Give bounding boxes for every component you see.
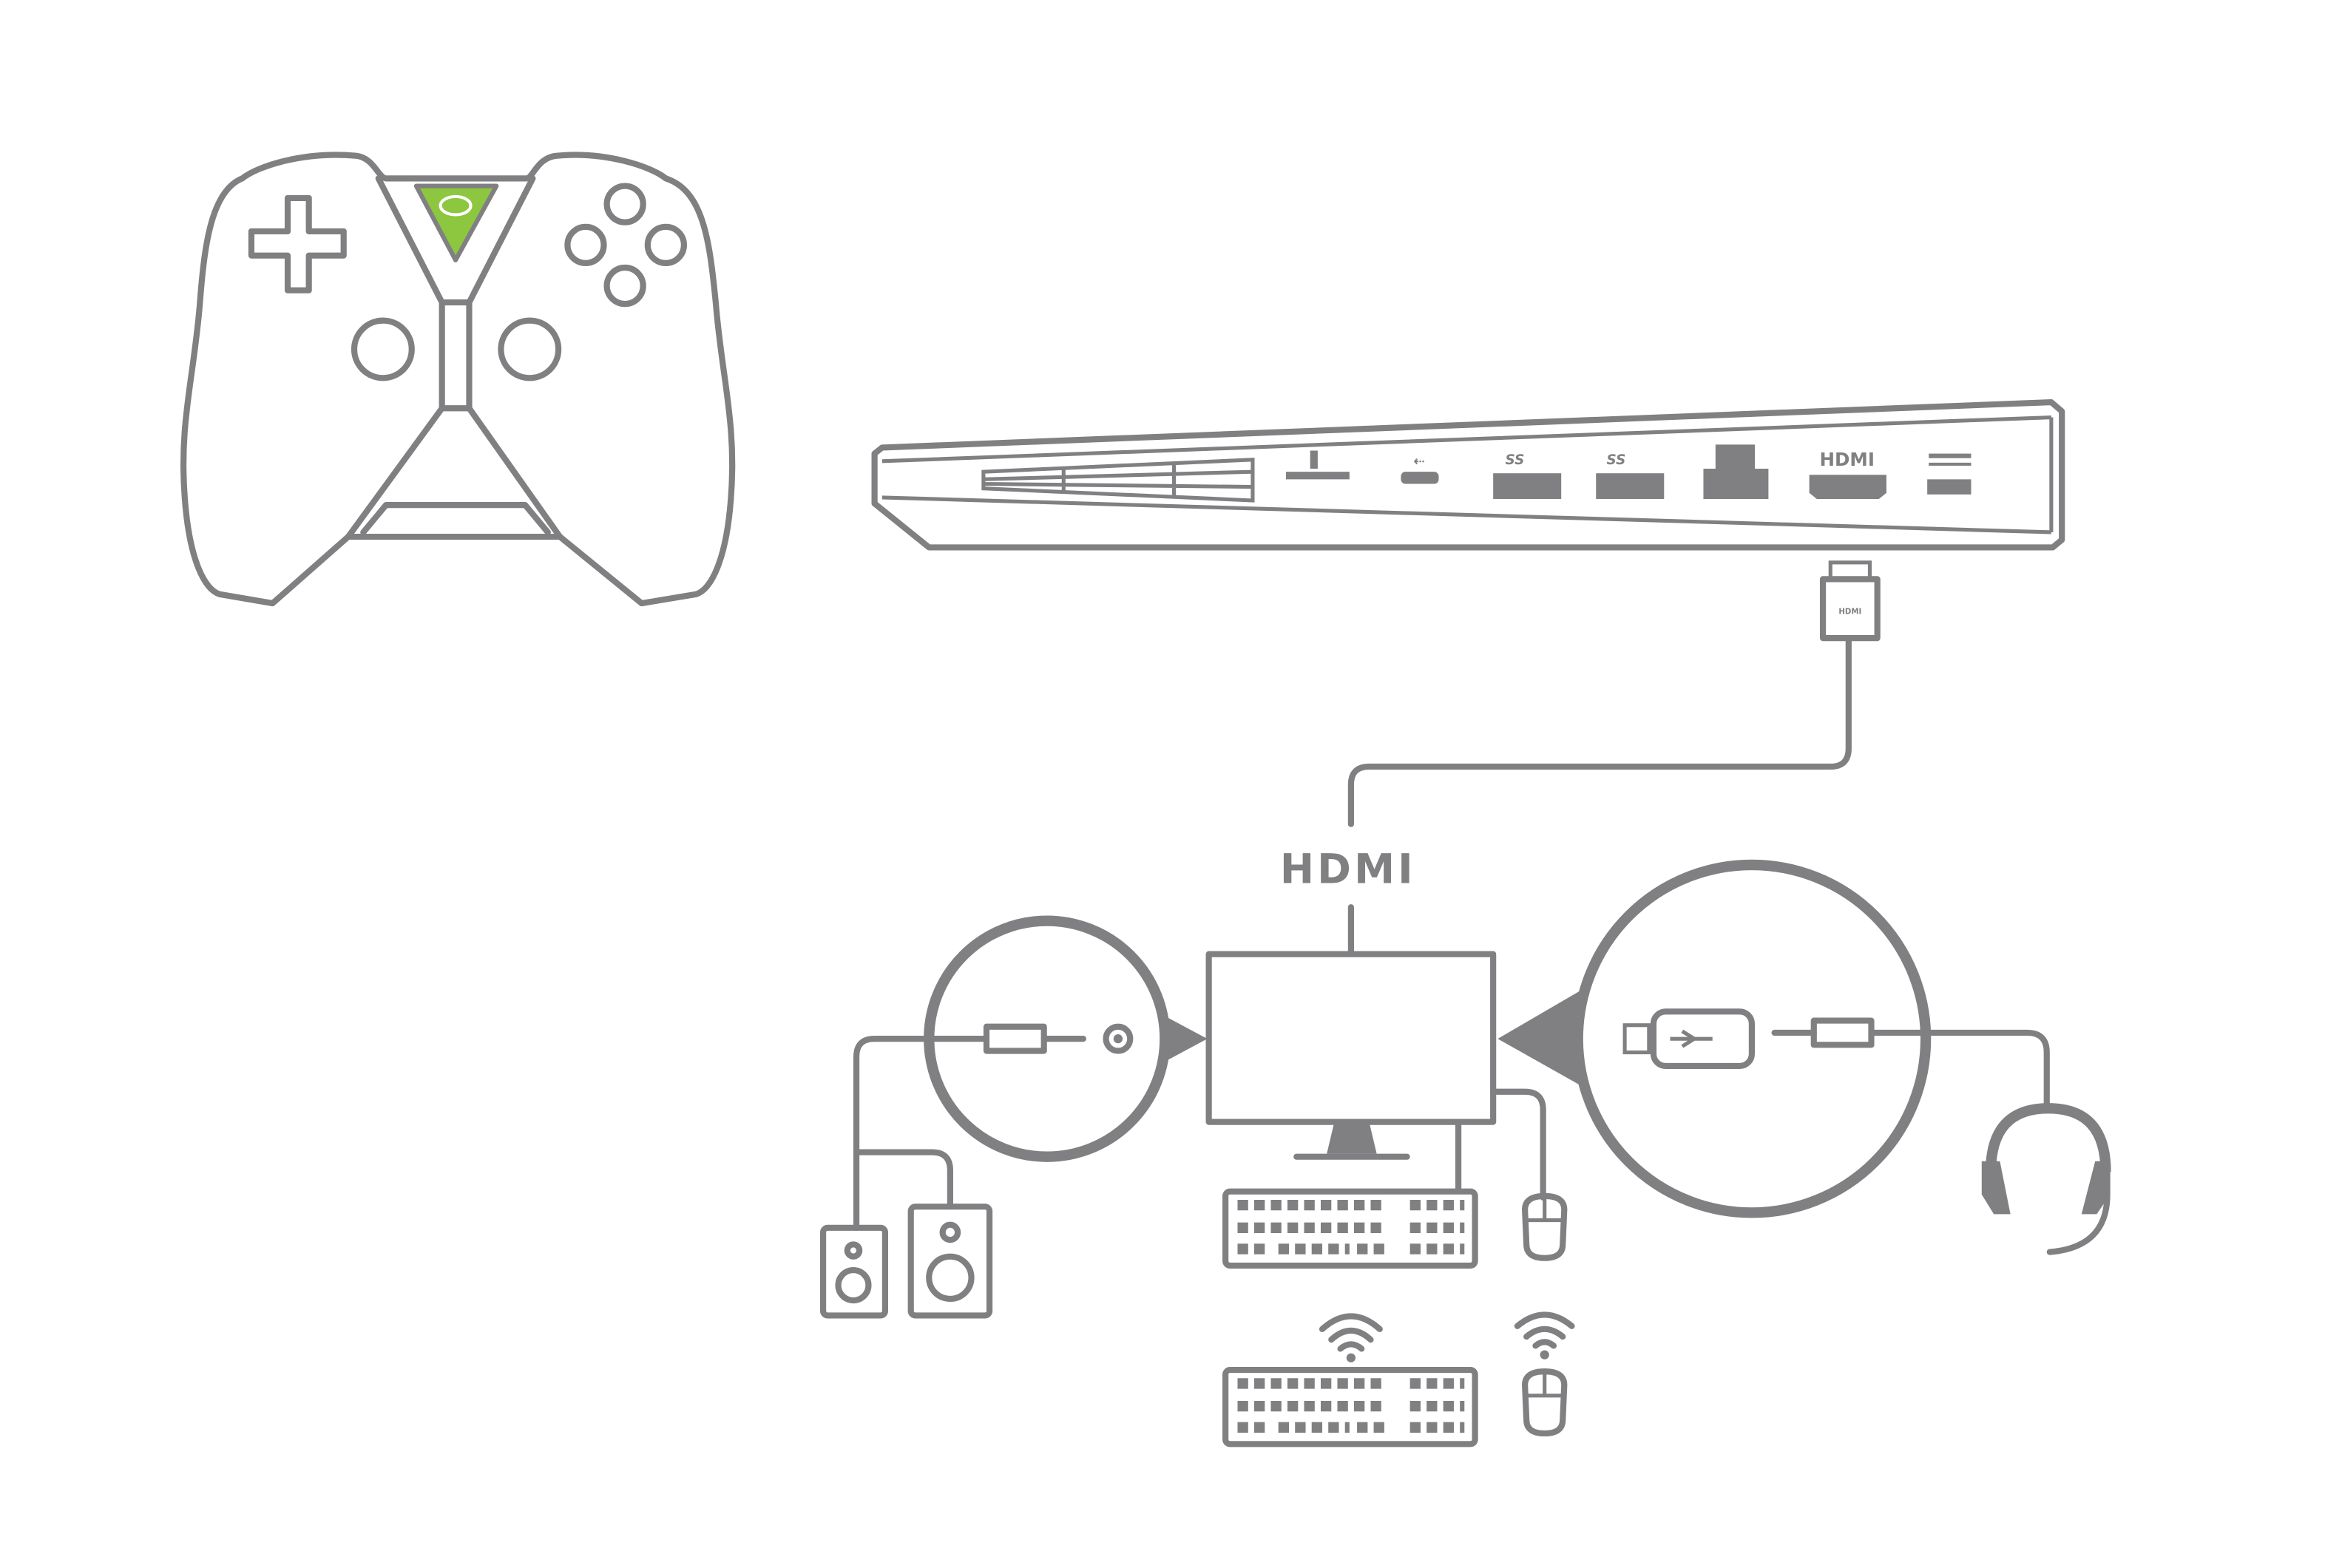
console-icon: ⇠ SS SS HDMI [871, 398, 2065, 551]
usb3-port-label: SS [1506, 452, 1525, 468]
headset-icon [1981, 1103, 2111, 1255]
wifi-icon [1514, 1311, 1575, 1360]
speaker-icon [819, 1224, 889, 1319]
svg-text:⇠: ⇠ [1413, 454, 1424, 469]
keyboard-icon [1222, 1188, 1478, 1269]
usb3-port-label: SS [1607, 452, 1626, 468]
game-controller-icon [180, 152, 736, 607]
audio-jack-icon [923, 915, 1208, 1162]
mouse-icon [1522, 1368, 1568, 1437]
svg-text:HDMI: HDMI [1838, 608, 1861, 616]
dpad-icon [248, 194, 347, 293]
mouse-icon [1522, 1192, 1568, 1261]
nvidia-logo-icon [413, 183, 499, 262]
hdmi-port-label: HDMI [1820, 449, 1875, 470]
speaker-icon [907, 1204, 993, 1319]
hdmi-cable-icon: HDMI [1347, 560, 1881, 827]
monitor-icon [1205, 951, 1497, 1160]
usb-dongle-icon [1497, 859, 2050, 1218]
keyboard-icon [1222, 1366, 1478, 1447]
hdmi-label: HDMI [1280, 846, 1416, 893]
wifi-icon [1319, 1313, 1383, 1362]
